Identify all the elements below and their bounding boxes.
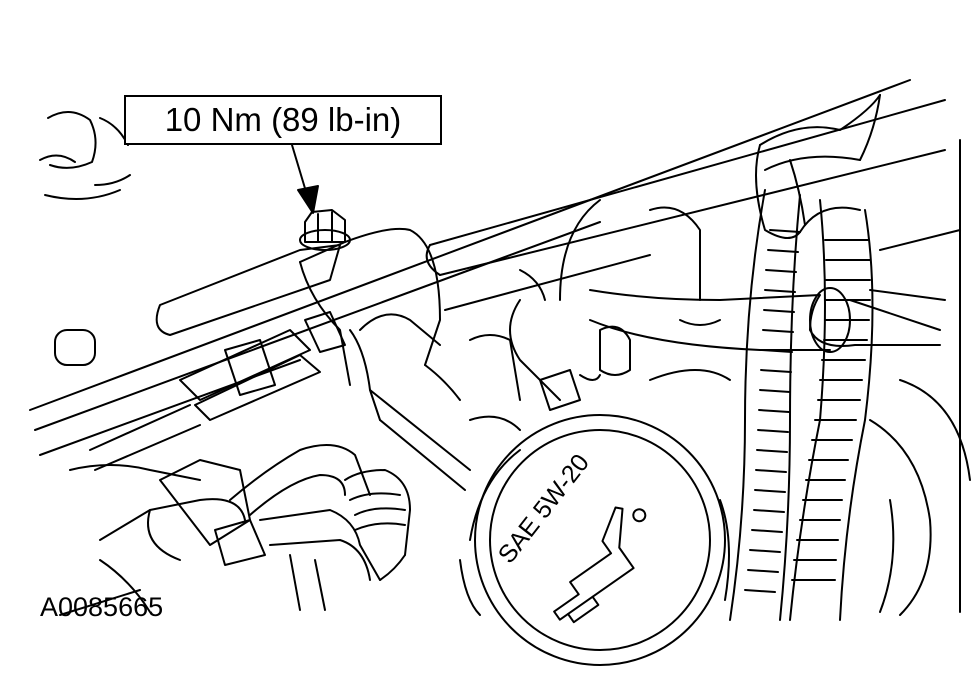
engine-background — [469, 139, 971, 616]
lower-left-hoses — [59, 444, 381, 616]
wiring-harness-left — [729, 189, 801, 621]
taped-harness — [755, 94, 881, 239]
rubber-grommet — [54, 329, 96, 366]
wiring-harness-right — [789, 199, 874, 621]
injector-connectors — [89, 311, 346, 471]
center-hose — [344, 469, 411, 581]
harness-clip — [589, 287, 946, 353]
arrow-down-icon — [291, 144, 319, 214]
oil-can-icon — [553, 506, 647, 624]
torque-callout: 10 Nm (89 lb-in) — [124, 95, 442, 145]
upper-left-fitting — [39, 111, 131, 200]
figure-id: A0085665 — [40, 592, 164, 622]
oil-cap-label: SAE 5W-20 — [493, 449, 595, 569]
fuel-rail — [29, 79, 946, 456]
torque-spec-label: 10 Nm (89 lb-in) — [164, 101, 402, 138]
oil-filler-cap — [459, 414, 730, 666]
rail-bracket — [155, 227, 471, 491]
